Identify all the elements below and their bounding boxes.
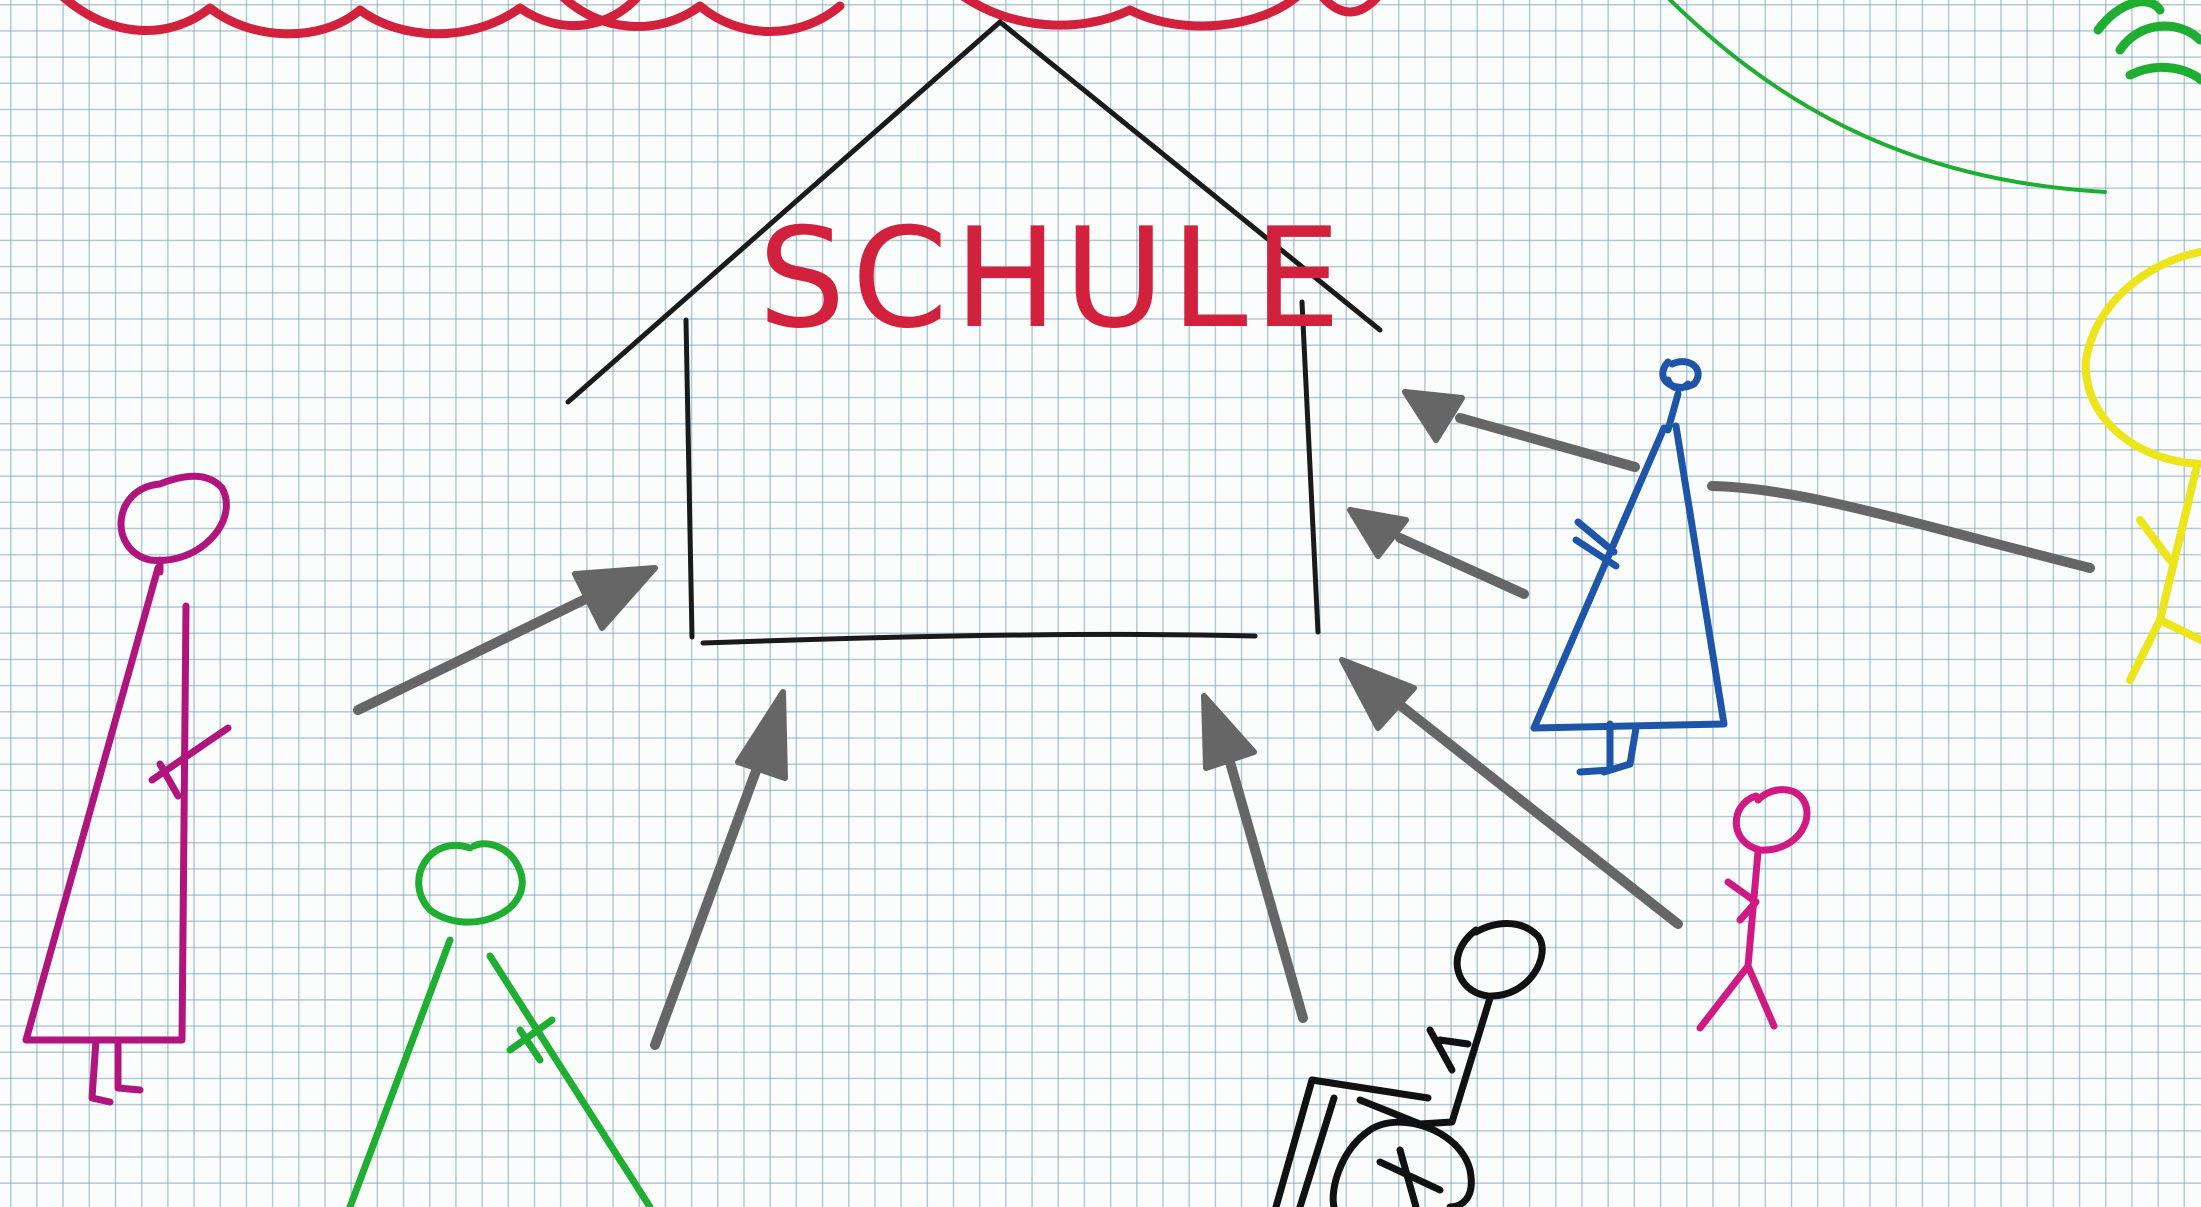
pink-child-figure xyxy=(1696,786,1811,1032)
pink-child-head xyxy=(1732,786,1811,854)
wheelchair-user-arm xyxy=(1426,1026,1472,1074)
blue-feet xyxy=(1576,720,1640,776)
arrow-from-magenta xyxy=(353,565,658,715)
house-roof xyxy=(565,19,1383,405)
magenta-dress xyxy=(22,564,190,1044)
yellow-arms xyxy=(2126,516,2174,684)
arrow-from-blue-low xyxy=(1347,507,1529,599)
line-from-yellow xyxy=(1707,481,2095,573)
blue-head xyxy=(1659,358,1702,392)
red-cloud xyxy=(60,0,1381,39)
house-left-wall xyxy=(683,317,695,640)
blue-neck xyxy=(1664,390,1682,434)
wheelchair-spokes xyxy=(1376,1146,1444,1207)
yellow-figure xyxy=(2081,248,2201,684)
arrow-from-blue-high xyxy=(1402,389,1640,472)
pink-child-arms xyxy=(1724,878,1760,924)
wheelchair-user-figure xyxy=(1272,920,1546,1207)
green-head xyxy=(415,840,526,926)
blue-figure xyxy=(1530,358,1728,776)
green-hand xyxy=(506,1016,556,1064)
house-right-wall xyxy=(1299,299,1321,635)
wheelchair-frame xyxy=(1272,1076,1432,1207)
pink-child-legs xyxy=(1696,962,1778,1032)
green-dress xyxy=(346,936,654,1207)
yellow-head xyxy=(2081,248,2201,468)
green-hill-arc xyxy=(1667,0,2107,194)
arrows xyxy=(353,389,2095,1050)
magenta-hand xyxy=(148,724,232,800)
green-scribble xyxy=(2093,0,2201,85)
school-label: SCHULE xyxy=(758,198,1347,359)
wheelchair-user-head xyxy=(1453,920,1546,1000)
arrow-from-pink-child xyxy=(1339,657,1683,929)
arrow-from-wheelchair xyxy=(1201,693,1308,1023)
house-floor xyxy=(700,631,1258,646)
green-figure xyxy=(346,840,654,1207)
blue-hand xyxy=(1572,518,1620,570)
magenta-head xyxy=(117,472,230,564)
magenta-legs xyxy=(88,1036,144,1106)
blue-dress xyxy=(1530,422,1728,732)
wheelchair-user-body xyxy=(1356,994,1494,1128)
wheelchair-wheel xyxy=(1329,1118,1475,1207)
school-house xyxy=(565,19,1383,646)
arrow-from-green xyxy=(650,689,788,1050)
magenta-figure xyxy=(22,472,232,1106)
